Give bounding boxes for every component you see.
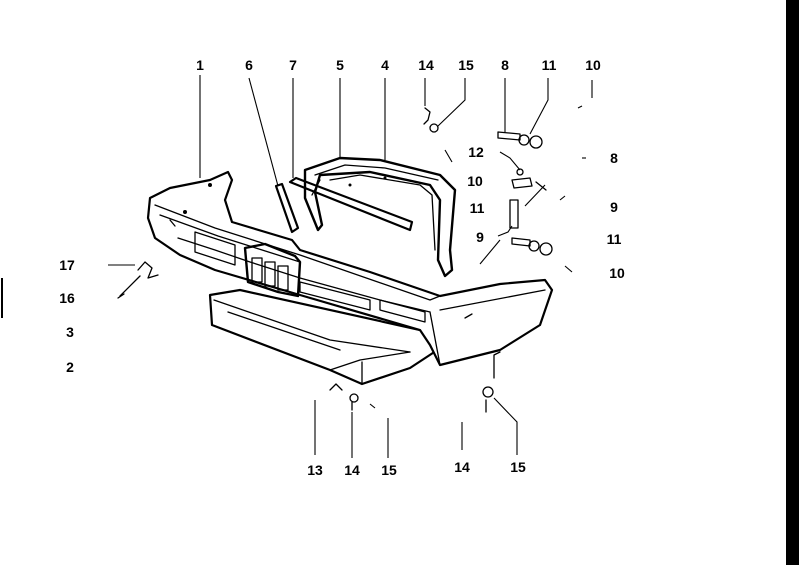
label-9-right: 9 [610,199,618,215]
bottom-fasteners [329,351,501,413]
label-3: 3 [66,324,74,340]
label-8-right: 8 [610,150,618,166]
label-10-mid: 10 [467,173,483,189]
label-9-mid: 9 [476,229,484,245]
main-bumper-part [146,170,554,367]
label-17: 17 [59,257,75,273]
label-14-top: 14 [418,57,434,73]
label-2: 2 [66,359,74,375]
label-13: 13 [307,462,323,478]
top-fasteners [423,107,553,256]
label-12: 12 [468,144,484,160]
label-11-top: 11 [542,57,557,73]
label-8-top: 8 [501,57,509,73]
part-6-strip [274,182,300,234]
label-4: 4 [381,57,389,73]
label-10-right: 10 [609,265,625,281]
label-14-bottom-left: 14 [344,462,360,478]
label-15-top: 15 [458,57,474,73]
part-number-labels: 1 6 7 5 4 14 15 8 11 10 12 8 10 11 9 9 1… [59,57,625,478]
lower-valance-part [208,288,447,386]
label-14-bottom-right: 14 [454,459,470,475]
leader-lines [108,75,593,458]
label-6: 6 [245,57,253,73]
label-15-bottom-left: 15 [381,462,397,478]
page-edge-bar [786,0,799,565]
label-11-mid: 11 [470,200,485,216]
left-fasteners [117,261,159,299]
label-10-top: 10 [585,57,601,73]
label-7: 7 [289,57,297,73]
label-15-bottom-right: 15 [510,459,526,475]
label-11-right: 11 [607,231,622,247]
label-5: 5 [336,57,344,73]
label-1: 1 [196,57,204,73]
part-7-rail [288,176,414,232]
seal-frame-part [303,156,457,278]
label-16: 16 [59,290,75,306]
